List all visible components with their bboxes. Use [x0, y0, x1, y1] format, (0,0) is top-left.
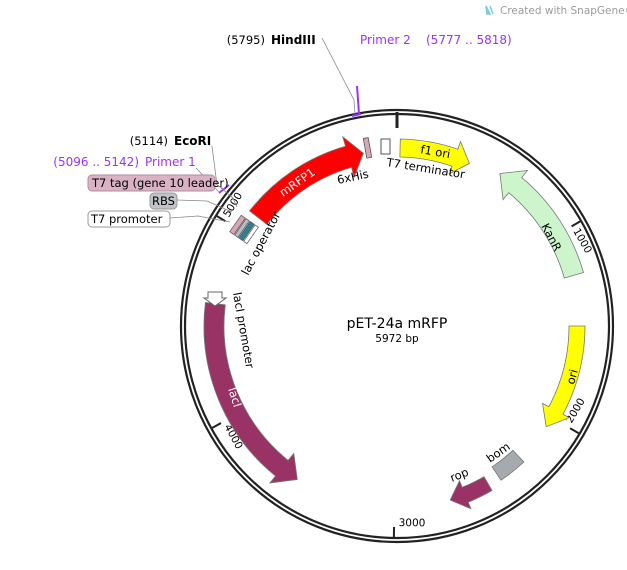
laci-promoter-feature[interactable] [202, 291, 228, 307]
t7-terminator-feature[interactable] [380, 138, 391, 155]
plasmid-name: pET-24a mRFP [347, 316, 448, 332]
t7-promoter-label[interactable]: T7 promoter [87, 210, 171, 228]
rbs-feature[interactable] [234, 218, 250, 238]
t7-tag-feature[interactable] [229, 214, 246, 235]
f1-ori-arrow[interactable] [399, 138, 470, 175]
ecori-position: (5114) [130, 134, 168, 148]
kanr-arrow[interactable] [499, 169, 584, 279]
laci-promoter-label: lacI promoter [230, 291, 257, 370]
plasmid-length: 5972 bp [375, 333, 419, 345]
svg-text:T7 promoter: T7 promoter [90, 212, 163, 226]
primer1-label[interactable]: Primer 1 [145, 155, 196, 169]
rop-label: rop [448, 465, 471, 485]
primer2-mark[interactable] [351, 85, 362, 117]
6xhis-feature[interactable] [362, 137, 373, 159]
features [203, 135, 586, 510]
watermark-text: Created with SnapGene® [500, 5, 627, 17]
f1-ori-label: f1 ori [419, 142, 451, 161]
t7-promoter-feature[interactable] [243, 224, 259, 245]
primer1-range: (5096 .. 5142) [53, 155, 139, 169]
laci-arrow[interactable] [203, 302, 298, 484]
bom-box[interactable] [491, 449, 525, 481]
svg-text:RBS: RBS [152, 194, 175, 208]
ori-arrow[interactable] [541, 325, 586, 428]
leader-lines [169, 37, 356, 223]
primer2-range: (5777 .. 5818) [426, 33, 512, 47]
hindiii-position: (5795) [227, 33, 265, 47]
6xhis-label: 6xHis [336, 167, 370, 187]
tick-label-3000: 3000 [399, 517, 426, 529]
rop-arrow[interactable] [449, 476, 493, 510]
primer2-label[interactable]: Primer 2 [360, 33, 411, 47]
svg-text:T7 tag (gene 10 leader): T7 tag (gene 10 leader) [91, 176, 229, 190]
tick-4000 [211, 422, 222, 429]
hindiii-label[interactable]: HindIII [271, 33, 316, 47]
laci-label: lacI [225, 386, 244, 409]
tick-1000 [571, 220, 581, 228]
ori-label: ori [563, 368, 580, 386]
snapgene-logo-icon [485, 5, 494, 15]
tick-5000 [216, 215, 226, 223]
ecori-label[interactable]: EcoRI [174, 134, 211, 148]
rbs-label[interactable]: RBS [149, 192, 178, 210]
promoter-region-features[interactable] [229, 214, 259, 245]
t7-tag-label[interactable]: T7 tag (gene 10 leader) [87, 174, 229, 192]
tick-2000 [569, 427, 580, 435]
mrfp1-arrow[interactable] [249, 135, 364, 225]
snapgene-watermark: Created with SnapGene® [485, 5, 627, 17]
lac-operator-feature[interactable] [238, 221, 255, 242]
